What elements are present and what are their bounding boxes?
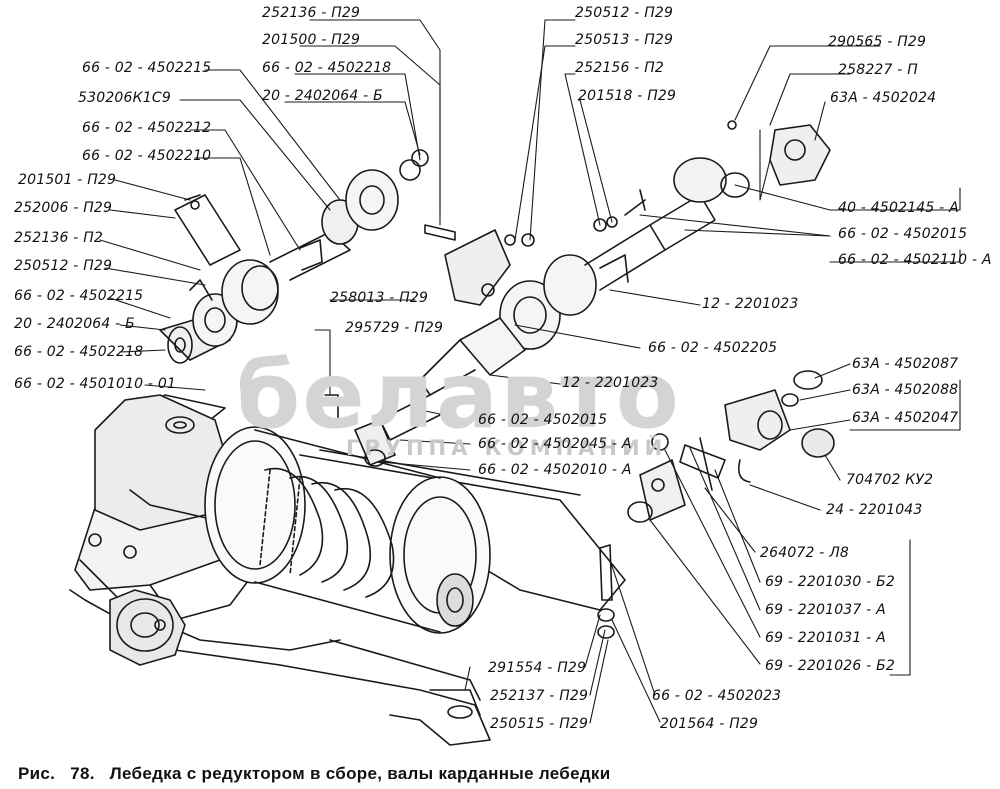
part-label: 66 - 02 - 4502110 - А	[838, 252, 992, 268]
caption-number: 78.	[70, 764, 95, 783]
part-label: 66 - 02 - 4502218	[262, 60, 392, 76]
part-label: 250512 - П29	[575, 5, 674, 21]
part-label: 704702 КУ2	[846, 472, 934, 488]
part-label: 252136 - П2	[14, 230, 104, 246]
winch-drum	[204, 426, 491, 634]
part-label: 66 - 02 - 4502045 - А	[478, 436, 632, 452]
part-label: 69 - 2201037 - А	[765, 602, 886, 618]
caption-prefix: Рис.	[18, 764, 56, 783]
part-label: 258013 - П29	[330, 290, 429, 306]
caption-text: Лебедка с редуктором в сборе, валы карда…	[109, 764, 611, 783]
part-label: 250515 - П29	[490, 716, 589, 732]
part-label: 66 - 02 - 4502215	[82, 60, 212, 76]
universal-joint-parts	[597, 370, 835, 639]
part-label: 66 - 02 - 4502218	[14, 344, 144, 360]
part-label: 201501 - П29	[18, 172, 117, 188]
part-label: 258227 - П	[838, 62, 918, 78]
part-label: 66 - 02 - 4502205	[648, 340, 778, 356]
part-label: 66 - 02 - 4502210	[82, 148, 212, 164]
part-label: 66 - 02 - 4502015	[478, 412, 608, 428]
part-label: 252137 - П29	[490, 688, 589, 704]
part-label: 69 - 2201026 - Б2	[765, 658, 895, 674]
part-label: 201564 - П29	[660, 716, 759, 732]
part-label: 291554 - П29	[488, 660, 587, 676]
part-label: 252136 - П29	[262, 5, 361, 21]
part-label: 295729 - П29	[345, 320, 444, 336]
part-label: 40 - 4502145 - А	[838, 200, 959, 216]
part-label: 12 - 2201023	[562, 375, 659, 391]
part-label: 24 - 2201043	[826, 502, 923, 518]
part-label: 530206К1С9	[78, 90, 171, 106]
part-label: 290565 - П29	[828, 34, 927, 50]
part-label: 12 - 2201023	[702, 296, 799, 312]
part-label: 63А - 4502047	[852, 410, 959, 426]
part-label: 264072 - Л8	[760, 545, 850, 561]
part-label: 20 - 2402064 - Б	[262, 88, 383, 104]
part-label: 66 - 02 - 4502010 - А	[478, 462, 632, 478]
part-label: 69 - 2201031 - А	[765, 630, 886, 646]
leader-lines	[99, 19, 961, 724]
part-label: 63А - 4502087	[852, 356, 959, 372]
part-label: 66 - 02 - 4502023	[652, 688, 782, 704]
part-label: 63А - 4502088	[852, 382, 959, 398]
part-label: 63А - 4502024	[830, 90, 937, 106]
part-label: 252156 - П2	[575, 60, 665, 76]
part-label: 66 - 02 - 4502212	[82, 120, 212, 136]
part-label: 69 - 2201030 - Б2	[765, 574, 895, 590]
part-label: 66 - 02 - 4502215	[14, 288, 144, 304]
part-label: 250512 - П29	[14, 258, 113, 274]
part-label: 201518 - П29	[578, 88, 677, 104]
part-label: 20 - 2402064 - Б	[14, 316, 135, 332]
left-cardan-shaft	[159, 149, 456, 364]
figure-caption: Рис. 78. Лебедка с редуктором в сборе, в…	[18, 764, 621, 784]
part-label: 252006 - П29	[14, 200, 113, 216]
part-label: 66 - 02 - 4502015	[838, 226, 968, 242]
gearbox-housing	[88, 394, 231, 666]
part-label: 66 - 02 - 4501010 - 01	[14, 376, 177, 392]
part-label: 250513 - П29	[575, 32, 674, 48]
part-label: 201500 - П29	[262, 32, 361, 48]
